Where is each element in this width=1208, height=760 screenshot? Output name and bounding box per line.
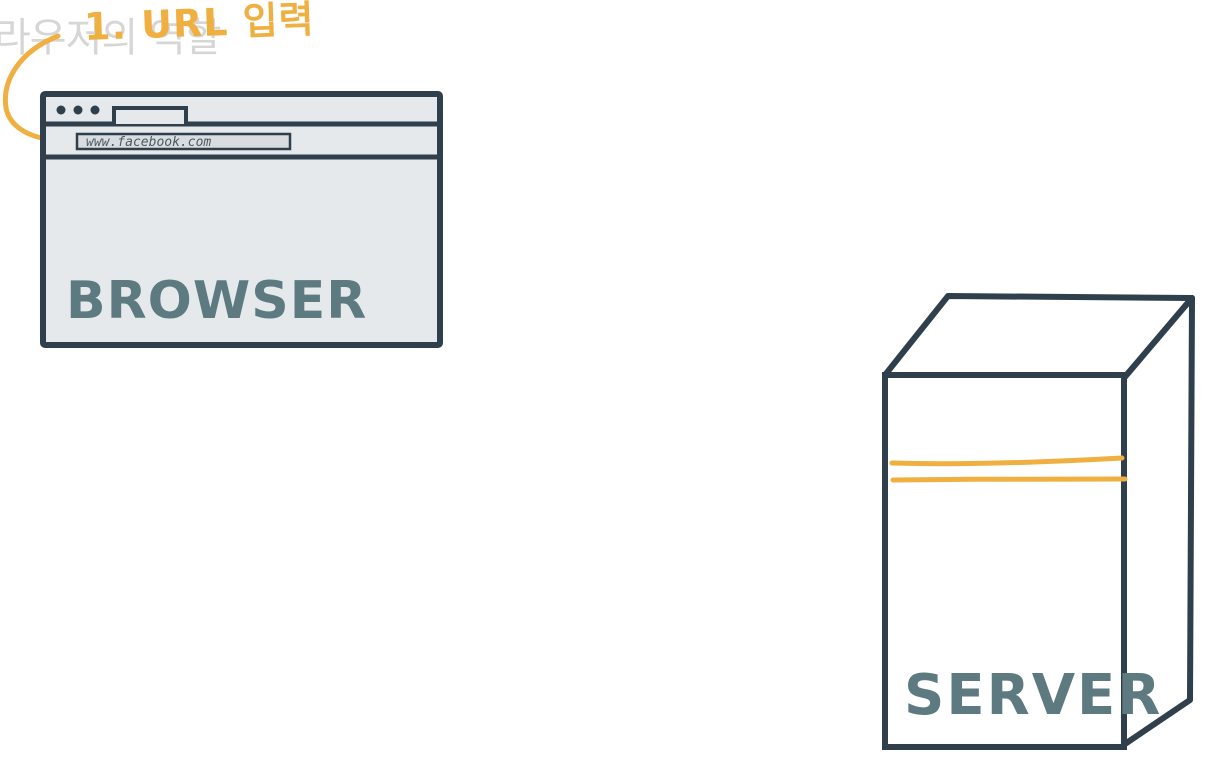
server-label: SERVER (904, 663, 1162, 728)
server-front-face (882, 372, 1127, 750)
server-stripe-1 (889, 455, 1125, 467)
browser-tab (112, 106, 188, 124)
window-dot-1 (56, 105, 66, 115)
window-dot-3 (90, 105, 100, 115)
server-tower: SERVER (882, 293, 1195, 750)
window-dot-2 (73, 105, 83, 115)
url-bar[interactable] (75, 132, 292, 151)
url-text: www.facebook.com (86, 135, 211, 150)
browser-window: www.facebook.com BROWSER (40, 91, 443, 348)
step-arrow (2, 33, 65, 143)
browser-label: BROWSER (66, 271, 367, 331)
server-stripe-2 (890, 476, 1128, 483)
ghost-title: 라우저의 역할 (0, 15, 222, 61)
